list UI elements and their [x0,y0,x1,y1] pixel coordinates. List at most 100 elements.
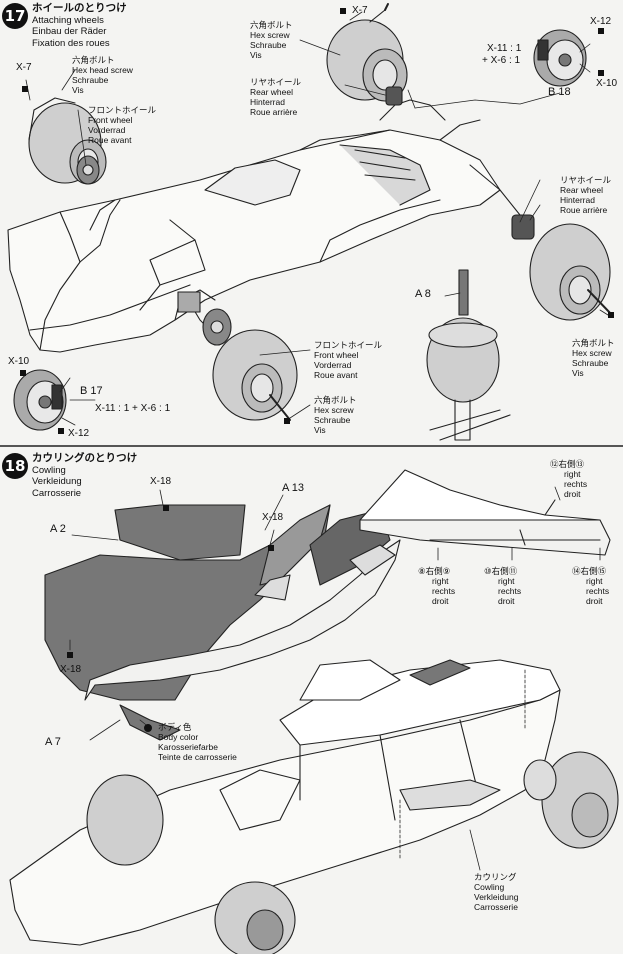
label-side-14: ⑭右側⑮ right rechts droit [572,566,609,606]
label-a8: A 8 [415,288,431,300]
label-rear-wheel-right: リヤホイール Rear wheel Hinterrad Roue arrière [560,175,611,215]
label-a7: A 7 [45,736,61,748]
hex-screw-bottom-jp: 六角ボルト [314,395,357,405]
hex-screw-top-jp: 六角ボルト [250,20,293,30]
spare-wheel-a8 [426,269,511,441]
front-wheel-bottom-en: Front wheel [314,350,359,360]
front-wheel-bottom-de: Vorderrad [314,360,352,370]
side10-fr: droit [498,596,515,606]
side10-de: rechts [498,586,522,596]
front-wheel-bottom-fr: Roue avant [314,370,358,380]
label-a13: A 13 [282,482,305,494]
leader-lines-18 [69,486,601,871]
step-18-title-fr: Carrosserie [32,487,82,499]
front-wheel-top-de: Vorderrad [88,125,126,135]
step-18-title-jp: カウリングのとりつけ [32,452,138,464]
cowling-en: Cowling [474,882,505,892]
hex-screw-right-de: Schraube [572,358,609,368]
label-x10-left: X-10 [8,356,30,367]
label-body-color: ボディ色 Body color Karosseriefarbe Teinte d… [158,722,237,762]
label-x12-top: X-12 [590,16,612,27]
side14-en: right [586,576,603,586]
car-chassis-17 [7,99,521,353]
cowling-de: Verkleidung [474,892,519,902]
hex-head-screw-jp: 六角ボルト [72,55,115,65]
brake-disc-bottom-left [13,369,67,431]
front-wheel-top-en: Front wheel [88,115,133,125]
label-x18-left: X-18 [60,664,82,675]
side12-jp: ⑫右側⑬ [550,459,585,469]
side12-de: rechts [564,479,588,489]
step-divider [0,445,623,447]
rear-wheel-top-en: Rear wheel [250,87,293,97]
rear-wheel-right-en: Rear wheel [560,185,603,195]
screw-markers [20,8,614,732]
body-color-fr: Teinte de carrosserie [158,752,237,762]
side10-jp: ⑩右側⑪ [484,566,518,576]
side14-jp: ⑭右側⑮ [572,566,607,576]
side8-de: rechts [432,586,456,596]
rear-wheel-right-fr: Roue arrière [560,205,608,215]
front-wheel-top-jp: フロントホイール [88,105,157,115]
label-front-wheel-bottom: フロントホイール Front wheel Vorderrad Roue avan… [314,340,382,380]
step-17-title: ホイールのとりつけ Attaching wheels Einbau der Rä… [32,2,127,49]
side10-en: right [498,576,515,586]
step-17-title-de: Einbau der Räder [32,26,107,37]
body-color-de: Karosseriefarbe [158,742,219,752]
label-x6-top: + X-6 : 1 [482,55,521,66]
label-hex-screw-bottom: 六角ボルト Hex screw Schraube Vis [314,395,357,435]
label-x7-top-center: X-7 [352,5,368,16]
step-18-title-en: Cowling [32,464,66,476]
label-hex-head-screw: 六角ボルト Hex head screw Schraube Vis [72,55,133,95]
label-x10-top: X-10 [596,78,618,89]
hex-screw-right-fr: Vis [572,368,584,378]
label-a2: A 2 [50,523,66,535]
hex-screw-top-fr: Vis [250,50,262,60]
body-color-en: Body color [158,732,199,742]
hex-screw-top-en: Hex screw [250,30,290,40]
front-wheel-bottom-jp: フロントホイール [314,340,383,350]
hex-screw-right-jp: 六角ボルト [572,338,615,348]
side8-fr: droit [432,596,449,606]
hex-screw-right-en: Hex screw [572,348,612,358]
step-17-title-jp: ホイールのとりつけ [32,2,127,14]
side8-en: right [432,576,449,586]
label-side-12: ⑫右側⑬ right rechts droit [550,459,587,499]
cowling-parts-exploded [44,504,401,741]
front-wheel-hub-top [76,155,100,185]
hex-screw-bottom-en: Hex screw [314,405,354,415]
rear-wheel-top-fr: Roue arrière [250,107,298,117]
label-b18: B 18 [548,86,571,98]
cowling-jp: カウリング [474,872,517,882]
step-18-badge: 18 [2,453,28,479]
hex-head-screw-de: Schraube [72,75,109,85]
hex-head-screw-fr: Vis [72,85,84,95]
brake-disc-top-right [533,29,587,87]
label-b17: B 17 [80,385,103,397]
label-x18-top: X-18 [150,476,172,487]
rear-wheel-top-jp: リヤホイール [250,77,302,87]
side12-en: right [564,469,581,479]
rear-wheel-right [511,214,613,321]
label-x7-top-left: X-7 [16,62,32,73]
step-17-badge: 17 [2,3,28,29]
label-x12-bottom: X-12 [68,428,90,439]
side8-jp: ⑧右側⑨ [418,566,451,576]
car-assembled-18 [9,659,561,946]
label-front-wheel-top: フロントホイール Front wheel Vorderrad Roue avan… [88,105,156,145]
rear-wheel-top [326,3,408,106]
rear-wheel-right-de: Hinterrad [560,195,595,205]
cowling-fr: Carrosserie [474,902,518,912]
rear-wheel-top-de: Hinterrad [250,97,285,107]
label-x18-mid: X-18 [262,512,284,523]
hex-screw-bottom-fr: Vis [314,425,326,435]
front-wheel-top-fr: Roue avant [88,135,132,145]
label-x11-top: X-11 : 1 [487,43,522,54]
hex-screw-bottom-de: Schraube [314,415,351,425]
body-color-jp: ボディ色 [158,722,192,732]
step-18-title-de: Verkleidung [32,476,82,487]
step-18-title: カウリングのとりつけ Cowling Verkleidung Carrosser… [32,452,138,499]
side-pod-part [359,469,611,556]
